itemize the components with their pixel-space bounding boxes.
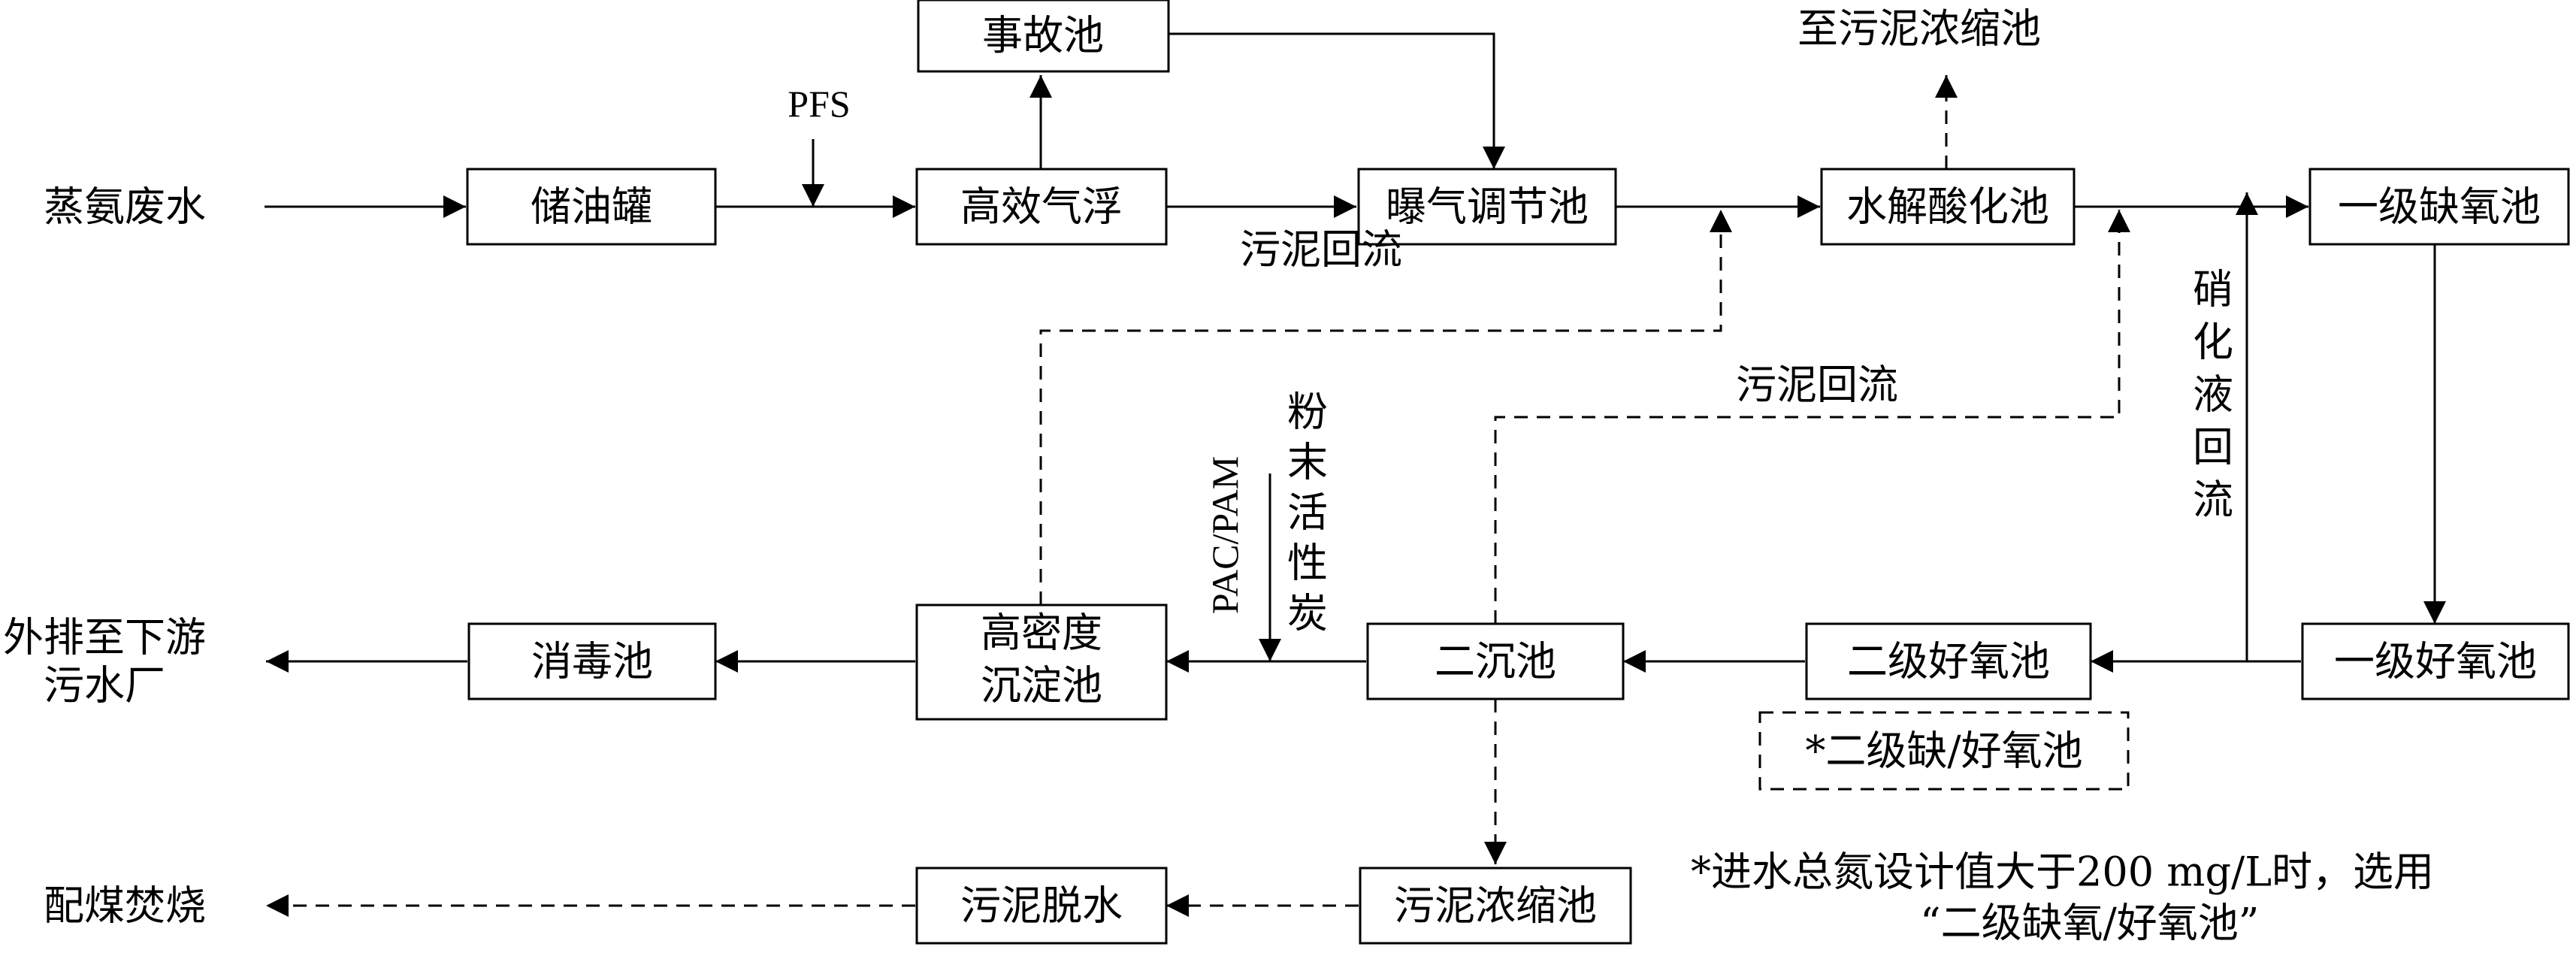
edge-accident-pool-to-aeration-pool bbox=[1169, 32, 1505, 169]
node-aeration-pool: 曝气调节池 bbox=[1357, 168, 1617, 246]
node-secondary-settling: 二沉池 bbox=[1366, 622, 1625, 700]
activated-carbon-char-2: 末 bbox=[1287, 439, 1328, 486]
node-oil-tank: 储油罐 bbox=[466, 168, 717, 246]
footnote-line-1: *进水总氮设计值大于200 mg/L时，选用 bbox=[1691, 849, 2434, 896]
edge-sludge-return-2 bbox=[1494, 210, 2130, 624]
node-anoxic-1-label: 一级缺氧池 bbox=[2338, 183, 2541, 231]
terminal-labels: 蒸氨废水 至污泥浓缩池 外排至下游 污水厂 配煤焚烧 bbox=[3, 5, 2041, 930]
edge-sludge-return-1 bbox=[1039, 210, 1732, 605]
node-anoxic-aerobic-2-label: *二级缺/好氧池 bbox=[1805, 728, 2082, 775]
nitrification-return-char-5: 流 bbox=[2193, 476, 2233, 524]
output-label-1: 外排至下游 bbox=[3, 614, 206, 661]
pac-pam-label: PAC/PAM bbox=[1204, 456, 1246, 614]
node-aerobic-1: 一级好氧池 bbox=[2301, 622, 2570, 700]
node-aerobic-2: 二级好氧池 bbox=[1805, 622, 2092, 700]
nitrification-return-char-3: 液 bbox=[2193, 371, 2233, 419]
sludge-return-1-label: 污泥回流 bbox=[1240, 226, 1402, 274]
node-accident-pool: 事故池 bbox=[917, 0, 1170, 73]
node-aerobic-2-label: 二级好氧池 bbox=[1847, 638, 2050, 685]
activated-carbon-char-5: 炭 bbox=[1287, 590, 1328, 637]
edge-labels: PFS 污泥回流 污泥回流 硝 化 液 回 流 PAC/PAM 粉 末 活 性 … bbox=[788, 83, 2233, 637]
activated-carbon-char-4: 性 bbox=[1287, 540, 1328, 587]
nitrification-return-char-1: 硝 bbox=[2193, 266, 2233, 313]
footnote: *进水总氮设计值大于200 mg/L时，选用 “二级缺氧/好氧池” bbox=[1691, 849, 2434, 947]
nodes: 储油罐 事故池 高效气浮 曝气调节池 水解酸化池 一级缺氧池 一级好氧池 二级 bbox=[466, 0, 2570, 945]
node-aerobic-1-label: 一级好氧池 bbox=[2334, 638, 2537, 685]
footnote-line-2: “二级缺氧/好氧池” bbox=[1920, 900, 2259, 947]
node-aeration-pool-label: 曝气调节池 bbox=[1386, 183, 1589, 231]
node-high-density: 高密度 沉淀池 bbox=[915, 604, 1168, 721]
to-thickener-label: 至污泥浓缩池 bbox=[1797, 5, 2041, 53]
node-secondary-settling-label: 二沉池 bbox=[1435, 638, 1556, 685]
node-high-density-label-2: 沉淀池 bbox=[981, 662, 1102, 709]
node-anoxic-aerobic-2: *二级缺/好氧池 bbox=[1758, 711, 2130, 791]
node-hydrolysis-pool-label: 水解酸化池 bbox=[1846, 183, 2049, 231]
activated-carbon-char-3: 活 bbox=[1287, 489, 1328, 537]
nitrification-return-label: 硝 化 液 回 流 bbox=[2193, 266, 2233, 524]
node-air-flotation: 高效气浮 bbox=[915, 168, 1168, 246]
node-hydrolysis-pool: 水解酸化池 bbox=[1820, 168, 2076, 246]
input-label: 蒸氨废水 bbox=[44, 183, 206, 231]
node-oil-tank-label: 储油罐 bbox=[531, 183, 652, 231]
node-accident-pool-label: 事故池 bbox=[982, 12, 1104, 59]
nitrification-return-char-2: 化 bbox=[2193, 319, 2233, 366]
node-air-flotation-label: 高效气浮 bbox=[960, 183, 1123, 231]
node-sludge-thickener: 污泥浓缩池 bbox=[1359, 867, 1632, 945]
node-high-density-label-1: 高密度 bbox=[981, 610, 1102, 657]
nitrification-return-char-4: 回 bbox=[2193, 424, 2233, 471]
node-sludge-dewatering-label: 污泥脱水 bbox=[960, 882, 1123, 930]
edges bbox=[265, 32, 2446, 917]
activated-carbon-label: 粉 末 活 性 炭 bbox=[1287, 389, 1328, 637]
pfs-label: PFS bbox=[788, 83, 850, 125]
activated-carbon-char-1: 粉 bbox=[1287, 389, 1328, 436]
node-sludge-dewatering: 污泥脱水 bbox=[915, 867, 1168, 945]
incineration-label: 配煤焚烧 bbox=[44, 882, 206, 930]
node-sludge-thickener-label: 污泥浓缩池 bbox=[1394, 882, 1597, 930]
node-disinfection-label: 消毒池 bbox=[531, 638, 653, 685]
sludge-return-2-label: 污泥回流 bbox=[1736, 361, 1898, 409]
output-label-2: 污水厂 bbox=[44, 662, 165, 709]
node-disinfection: 消毒池 bbox=[467, 622, 717, 700]
node-anoxic-1: 一级缺氧池 bbox=[2308, 168, 2570, 246]
